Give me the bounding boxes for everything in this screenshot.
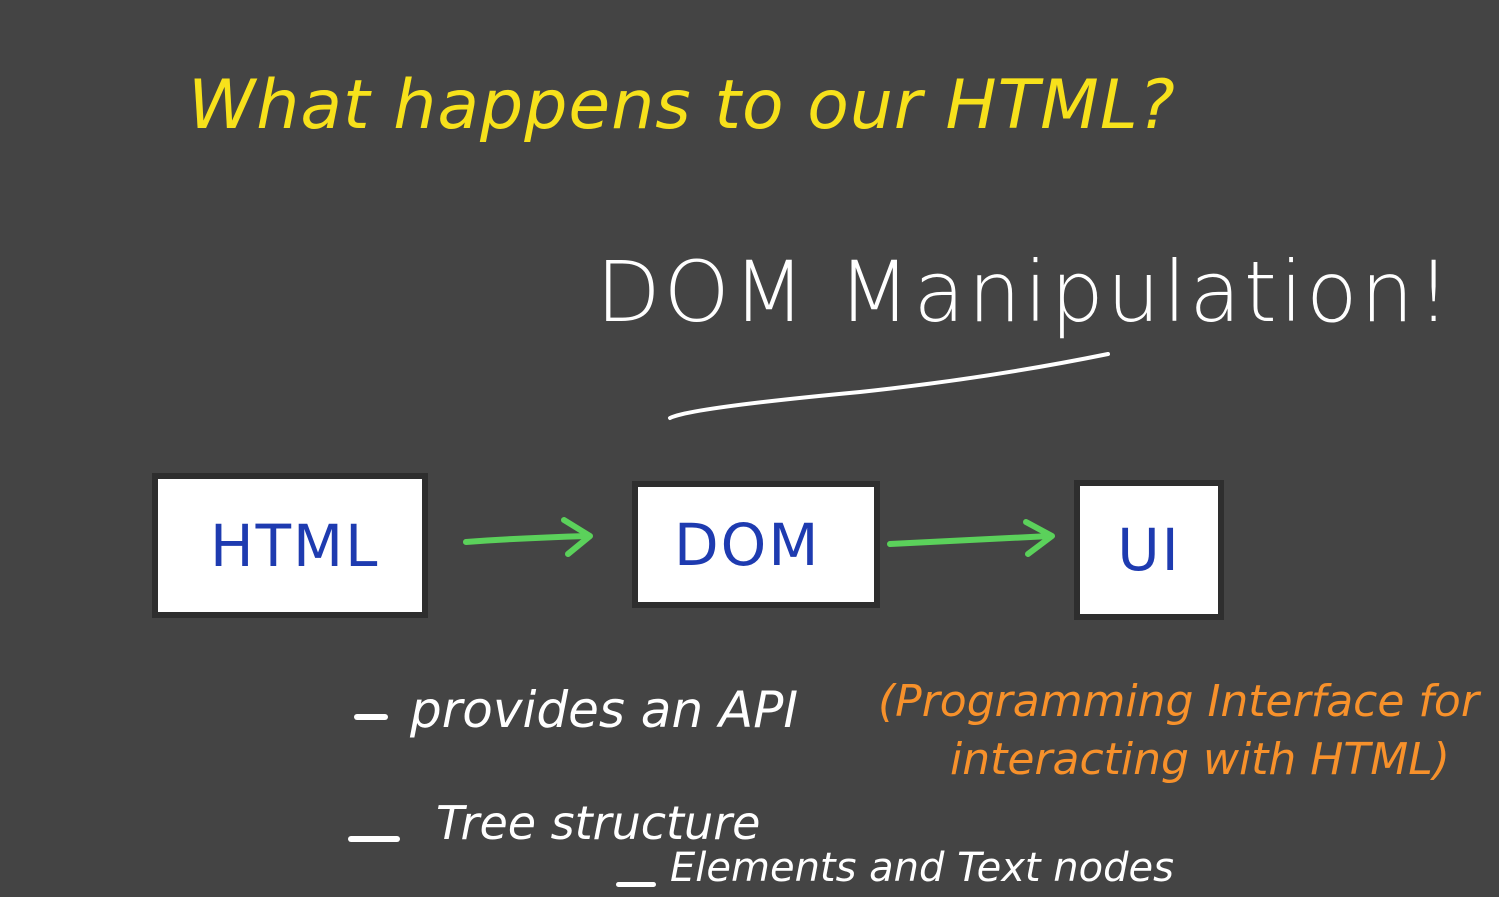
html-box-label: HTML [210,511,380,580]
bullet-dash-1 [354,714,388,720]
bullet-dash-3 [616,882,656,887]
ui-box-label: UI [1117,516,1181,584]
dom-box: DOM [632,481,880,608]
html-box: HTML [152,473,428,618]
api-note-line-2: interacting with HTML) [950,734,1450,785]
page-title: What happens to our HTML? [188,66,1176,145]
subtitle-underline [668,352,1110,420]
arrow-html-to-dom [463,517,593,557]
bullet-tree-sub: Elements and Text nodes [670,845,1174,891]
subtitle: DOM Manipulation! [596,243,1454,341]
bullet-api: provides an API [410,681,799,739]
bullet-dash-2 [348,836,400,842]
bullet-tree: Tree structure [436,796,761,850]
api-note-line-1: (Programming Interface for [878,676,1479,727]
ui-box: UI [1074,480,1224,620]
arrow-dom-to-ui [887,519,1055,557]
dom-box-label: DOM [674,511,821,579]
